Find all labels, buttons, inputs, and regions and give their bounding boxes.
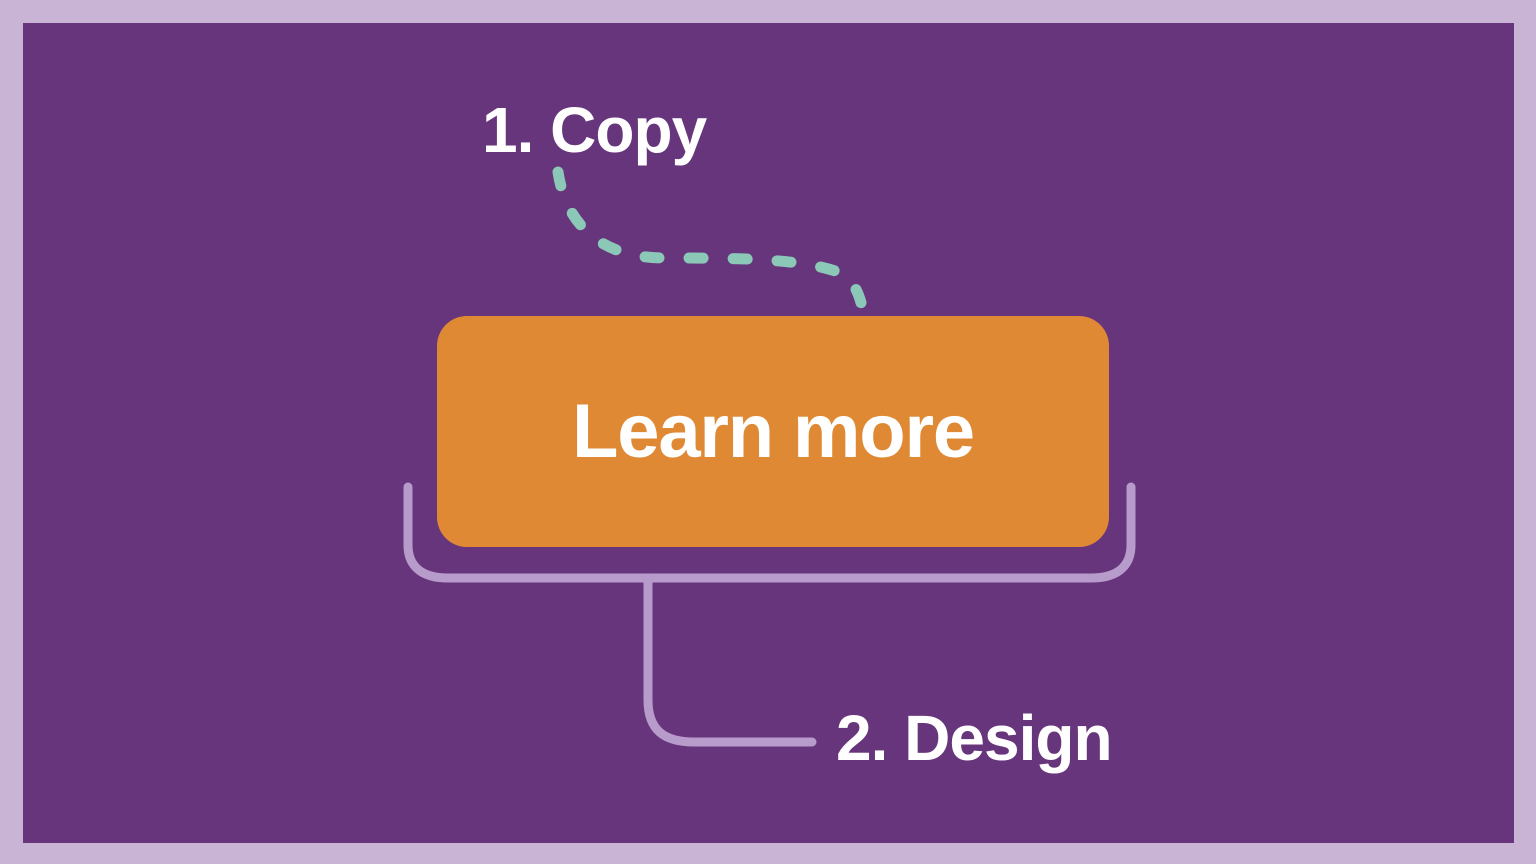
learn-more-button[interactable]: Learn more xyxy=(437,316,1109,547)
learn-more-button-label: Learn more xyxy=(572,388,975,474)
annotation-label-copy: 1. Copy xyxy=(482,94,707,166)
annotation-label-design: 2. Design xyxy=(836,702,1113,774)
